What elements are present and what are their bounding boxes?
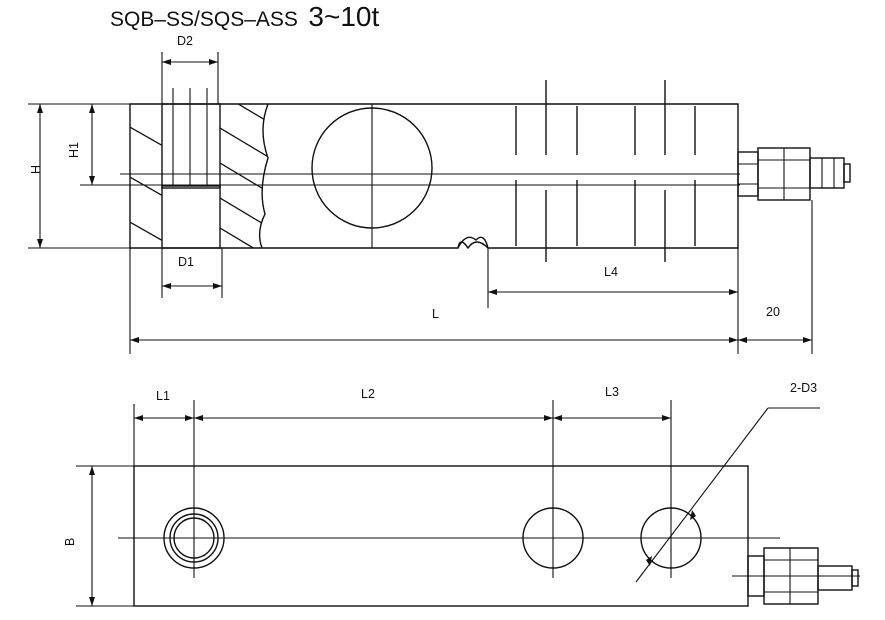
side-view	[80, 80, 851, 262]
label-h1: H1	[67, 142, 81, 158]
label-holes: 2-D3	[790, 381, 817, 395]
top-dimensions: L1 L2 L3 B 2-D3	[63, 381, 820, 607]
bolt-hole-upper	[161, 103, 221, 189]
cable-gland-side	[737, 147, 851, 201]
drawing-title: SQB–SS/SQS–ASS 3~10t	[110, 1, 379, 32]
side-dimensions: D2 D1 H H1 L4 L	[28, 34, 813, 354]
top-body-outline	[133, 465, 749, 607]
label-d1: D1	[178, 255, 194, 269]
section-hatch-right	[220, 104, 268, 248]
notch	[457, 236, 489, 249]
label-l4: L4	[604, 265, 618, 279]
label-h: H	[29, 165, 43, 174]
label-l: L	[432, 307, 439, 321]
side-body-outline	[129, 103, 739, 250]
label-l2: L2	[361, 387, 375, 401]
top-view	[118, 400, 860, 607]
capacity-range: 3~10t	[308, 1, 379, 32]
label-b: B	[63, 538, 77, 546]
break-line	[258, 103, 269, 249]
label-l3: L3	[605, 385, 619, 399]
label-d2: D2	[177, 34, 193, 48]
side-grooves	[515, 80, 696, 262]
bolt-hole-lower	[161, 185, 221, 249]
model-name: SQB–SS/SQS–ASS	[110, 8, 298, 31]
section-hatch-left	[130, 126, 162, 242]
label-l1: L1	[156, 389, 170, 403]
cable-gland-top	[732, 547, 860, 605]
label-cable-length: 20	[766, 305, 780, 319]
